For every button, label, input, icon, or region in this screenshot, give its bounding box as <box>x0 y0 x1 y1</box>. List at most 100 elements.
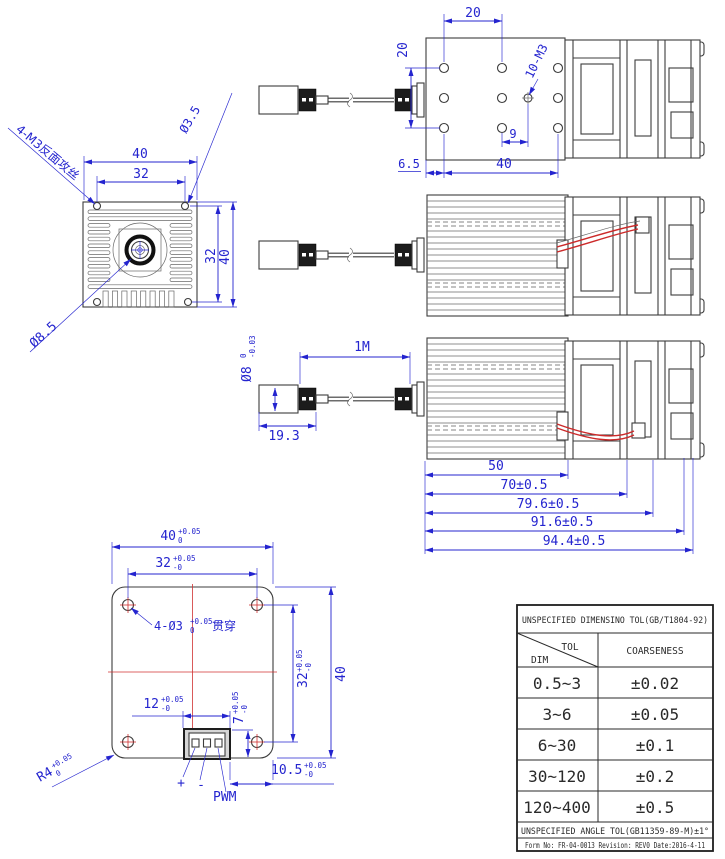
dim-front-width-outer: 40 <box>132 147 148 162</box>
svg-text:+0.05: +0.05 <box>178 527 201 536</box>
table-rows: 0.5~3 ±0.02 3~6 ±0.05 6~30 ±0.1 30~120 ±… <box>523 674 679 817</box>
svg-text:4-Ø3: 4-Ø3 <box>154 619 183 633</box>
dim-plug-dia: Ø8 0 -0.03 <box>239 335 257 382</box>
power-wire <box>556 228 639 253</box>
svg-text:-0.03: -0.03 <box>248 335 257 358</box>
lens-assembly <box>112 222 168 278</box>
dim-board-width: 40 +0.05 0 <box>160 527 200 545</box>
svg-text:+0.05: +0.05 <box>231 691 240 714</box>
dim-top-edge-offset: 6.5 <box>398 157 420 171</box>
label-pin-minus: - <box>197 778 205 793</box>
dim-chain-91: 91.6±0.5 <box>531 515 594 530</box>
dim-chain-70: 70±0.5 <box>501 478 548 493</box>
svg-text:+0.05: +0.05 <box>173 554 196 563</box>
svg-text:R4: R4 <box>35 765 56 786</box>
table-cell-dim: 6~30 <box>538 736 577 755</box>
label-lens-dia: Ø8.5 <box>27 319 60 351</box>
dim-chain-79: 79.6±0.5 <box>517 497 580 512</box>
table-form-line: Form No: FR-04-0013 Revision: REV0 Date:… <box>525 841 705 850</box>
svg-text:+0.05: +0.05 <box>295 649 304 672</box>
svg-text:+0.05: +0.05 <box>304 761 327 770</box>
table-cell-dim: 0.5~3 <box>533 674 581 693</box>
side-view-plain <box>258 194 705 317</box>
wire-guide <box>556 220 641 244</box>
svg-text:-0: -0 <box>173 563 183 572</box>
table-cell-tol: ±0.2 <box>636 767 675 786</box>
svg-text:-0: -0 <box>304 662 313 672</box>
table-title: UNSPECIFIED DIMENSINO TOL(GB/T1804-92) <box>522 616 708 626</box>
label-pin-plus: + <box>177 776 185 791</box>
label-pcb-hole-note: 4-Ø3 +0.05 0 贯穿 <box>154 617 236 635</box>
dim-pcb-pitch-x: 32 +0.05 -0 <box>155 554 195 572</box>
top-view: 20 20 10-M3 9 6.5 40 <box>258 6 705 178</box>
power-wire <box>556 224 639 248</box>
heatsink-teeth <box>102 290 175 308</box>
pcb-holes <box>120 597 265 750</box>
dim-corner-radius: R4 +0.05 0 <box>35 751 74 786</box>
svg-text:贯穿: 贯穿 <box>212 618 236 633</box>
dim-chain-50: 50 <box>488 459 504 474</box>
dim-top-pitch-y: 20 <box>396 42 411 58</box>
tolerance-table: UNSPECIFIED DIMENSINO TOL(GB/T1804-92) T… <box>516 604 714 852</box>
table-cell-tol: ±0.1 <box>636 736 675 755</box>
svg-text:12: 12 <box>143 697 159 712</box>
label-thread-note: 4-M3反面攻丝 <box>13 122 82 183</box>
svg-text:0: 0 <box>178 536 183 545</box>
pin-minus <box>202 738 212 748</box>
dim-chain-94: 94.4±0.5 <box>543 534 606 549</box>
dim-front-height-outer: 40 <box>218 249 233 265</box>
dim-conn-height: 7 +0.05 -0 <box>231 691 249 724</box>
dim-pcb-height: 40 <box>334 666 349 682</box>
dim-pcb-pitch-y: 32 +0.05 -0 <box>295 649 313 688</box>
pwm-connector <box>183 728 231 760</box>
dim-cable-length: 1M <box>354 340 370 355</box>
svg-text:-0: -0 <box>304 770 314 779</box>
front-view: 40 32 32 40 Ø3.5 4-M3反面攻丝 Ø8.5 <box>7 92 237 353</box>
svg-text:+0.05: +0.05 <box>161 695 184 704</box>
table-cell-tol: ±0.05 <box>631 705 679 724</box>
dim-front-height-inner: 32 <box>204 248 219 264</box>
side-view-dimensioned: Ø8 0 -0.03 1M 19.3 50 70±0.5 79.6±0.5 91… <box>239 335 705 554</box>
table-header-coarseness: COARSENESS <box>626 646 683 657</box>
header-diagonal <box>516 632 599 668</box>
svg-text:0: 0 <box>190 626 195 635</box>
svg-text:+0.05: +0.05 <box>50 751 74 770</box>
power-wire <box>556 427 635 441</box>
mount-hole <box>180 201 190 211</box>
table-header-dim: DIM <box>531 655 548 666</box>
table-cell-dim: 30~120 <box>528 767 586 786</box>
dim-top-hole-span: 40 <box>496 157 512 172</box>
pcb-view: 40 +0.05 0 32 +0.05 -0 4-Ø3 +0.05 0 贯穿 3… <box>35 527 350 805</box>
mount-hole <box>92 201 102 211</box>
table-cell-tol: ±0.5 <box>636 798 675 817</box>
mount-hole <box>183 297 193 307</box>
table-header-tol: TOL <box>561 642 578 653</box>
dim-front-width-inner: 32 <box>133 167 149 182</box>
pin-pwm <box>214 738 223 748</box>
svg-text:7: 7 <box>232 716 247 724</box>
svg-text:10.5: 10.5 <box>271 763 302 778</box>
svg-text:Ø8: Ø8 <box>240 366 255 382</box>
svg-text:-0: -0 <box>240 704 249 714</box>
svg-text:+0.05: +0.05 <box>190 617 213 626</box>
mount-hole <box>92 297 102 307</box>
table-angle-note: UNSPECIFIED ANGLE TOL(GB11359-89-M)±1° <box>521 827 709 837</box>
table-cell-dim: 120~400 <box>523 798 590 817</box>
svg-text:-0: -0 <box>161 704 171 713</box>
power-wire <box>556 423 635 437</box>
dim-conn-offset: 10.5 +0.05 -0 <box>271 761 327 779</box>
dim-conn-width: 12 +0.05 -0 <box>143 695 183 713</box>
table-cell-dim: 3~6 <box>543 705 572 724</box>
dim-top-pitch-x: 20 <box>465 6 481 21</box>
svg-text:0: 0 <box>239 353 248 358</box>
svg-text:32: 32 <box>155 556 171 571</box>
svg-text:0: 0 <box>54 768 63 778</box>
heatsink-slots <box>87 209 193 289</box>
svg-text:32: 32 <box>296 672 311 688</box>
table-cell-tol: ±0.02 <box>631 674 679 693</box>
label-hole-dia: Ø3.5 <box>177 103 204 135</box>
label-pin-pwm: PWM <box>213 790 237 805</box>
pin-plus <box>191 738 200 748</box>
